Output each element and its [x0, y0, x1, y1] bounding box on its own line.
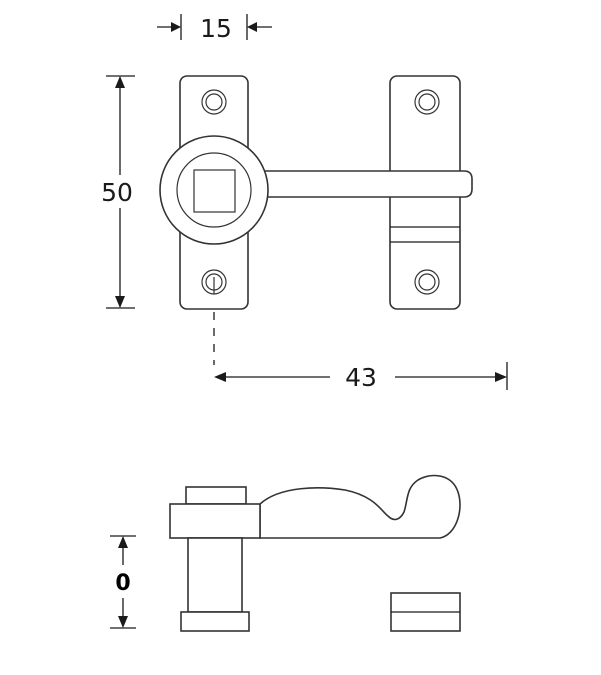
- screw-hole-top-left: [201, 89, 227, 115]
- side-height-dimension: 0: [110, 535, 136, 629]
- centre-distance-label: 43: [345, 363, 377, 392]
- rotating-hub: [159, 135, 269, 245]
- front-view: 15 50: [101, 14, 508, 392]
- shaft: [187, 537, 243, 613]
- height-label: 50: [101, 178, 133, 207]
- latch-lever-arm: [259, 474, 461, 539]
- width-label: 15: [200, 14, 232, 43]
- side-height-label: 0: [115, 571, 130, 596]
- height-dimension: 50: [101, 75, 135, 309]
- screw-hole-bottom-right: [414, 269, 440, 295]
- keeper-side: [390, 592, 461, 632]
- side-view: 0: [110, 474, 461, 632]
- hub-cap: [185, 486, 247, 505]
- base-plate: [180, 611, 250, 632]
- hub-body: [169, 503, 261, 539]
- screw-hole-bottom-left: [201, 269, 227, 295]
- screw-hole-top-right: [414, 89, 440, 115]
- centre-distance-dimension: 43: [214, 362, 508, 392]
- latch-bar: [249, 170, 473, 198]
- width-dimension: 15: [157, 14, 272, 43]
